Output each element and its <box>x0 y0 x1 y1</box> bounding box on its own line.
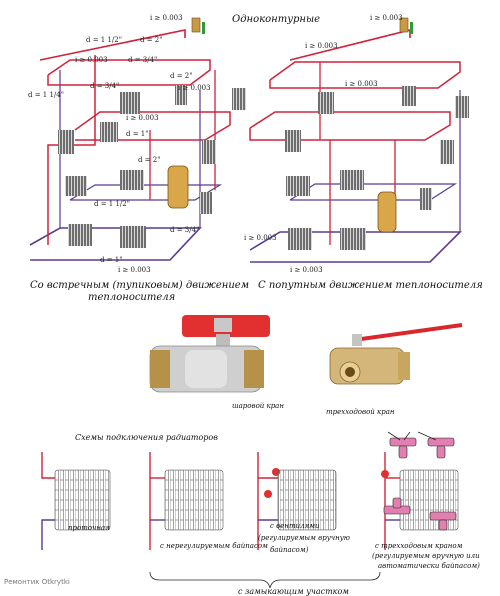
scheme-unregulated-bypass <box>149 452 224 550</box>
right-label-i2: i ≥ 0.003 <box>305 42 338 50</box>
valve-marker-icon <box>264 490 272 498</box>
scheme-4-label-2: (регулируемым вручную или <box>372 552 480 560</box>
top-title: Одноконтурные <box>232 14 320 25</box>
right-label-i1: i ≥ 0.003 <box>370 14 403 22</box>
scheme-bracket <box>149 571 381 589</box>
left-label-i3: i ≥ 0.003 <box>178 84 211 92</box>
right-label-i3: i ≥ 0.003 <box>345 80 378 88</box>
scheme-3-label-3: байпасом) <box>270 546 309 554</box>
left-caption-line-1: Со встречным (тупиковым) движением <box>30 280 249 291</box>
ball-valve-image <box>149 315 270 393</box>
left-label-i4: i ≥ 0.003 <box>126 114 159 122</box>
left-label-d6: d = 2" <box>170 72 192 80</box>
left-label-d4: d = 1 1/4" <box>28 91 64 99</box>
left-label-d2: d = 2" <box>140 36 162 44</box>
three-way-valve-label: трехходовой кран <box>326 408 395 416</box>
bracket-label: с замыкающим участком <box>238 587 349 596</box>
left-label-d5: d = 3/4" <box>90 82 119 90</box>
left-label-d1: d = 1 1/2" <box>86 36 122 44</box>
left-label-d11: d = 1" <box>100 256 122 264</box>
watermark: Ремонтик Otkrytki <box>4 578 70 586</box>
left-label-i2: i ≥ 0.003 <box>75 56 108 64</box>
left-label-d8: d = 2" <box>138 156 160 164</box>
right-label-i4: i ≥ 0.003 <box>244 234 277 242</box>
scheme-3-label-1: с вентилями <box>270 522 320 530</box>
left-label-d10: d = 3/4" <box>170 226 199 234</box>
scheme-three-way-bypass <box>381 431 459 550</box>
ball-valve-label: шаровой кран <box>232 402 284 410</box>
scheme-flow-through <box>41 452 111 550</box>
right-label-i5: i ≥ 0.003 <box>290 266 323 274</box>
three-way-detail-icon <box>383 437 457 531</box>
left-label-i1: i ≥ 0.003 <box>150 14 183 22</box>
scheme-1-label: проточная <box>68 524 110 532</box>
scheme-4-label-3: автоматически байпасом) <box>378 562 480 570</box>
left-heating-scheme: i ≥ 0.003 d = 1 1/2" d = 2" i ≥ 0.003 d … <box>28 14 246 274</box>
schemes-title: Схемы подключения радиаторов <box>75 433 218 442</box>
left-label-d7: d = 1" <box>126 130 148 138</box>
left-label-i5: i ≥ 0.003 <box>118 266 151 274</box>
scheme-3-label-2: (регулируемым вручную <box>258 534 350 542</box>
scheme-4-label-1: с трехходовым краном <box>375 542 463 550</box>
scheme-valves-bypass <box>257 452 337 550</box>
right-caption: С попутным движением теплоносителя <box>258 280 483 291</box>
three-way-valve-image <box>329 323 463 385</box>
left-label-d3: d = 3/4" <box>128 56 157 64</box>
three-way-marker-icon <box>381 470 389 478</box>
left-label-d9: d = 1 1/2" <box>94 200 130 208</box>
right-heating-scheme: i ≥ 0.003 i ≥ 0.003 i ≥ 0.003 i ≥ 0.003 … <box>244 14 469 274</box>
left-caption-line-2: теплоносителя <box>88 292 175 303</box>
scheme-2-label: с нерегулируемым байпасом <box>160 542 268 550</box>
